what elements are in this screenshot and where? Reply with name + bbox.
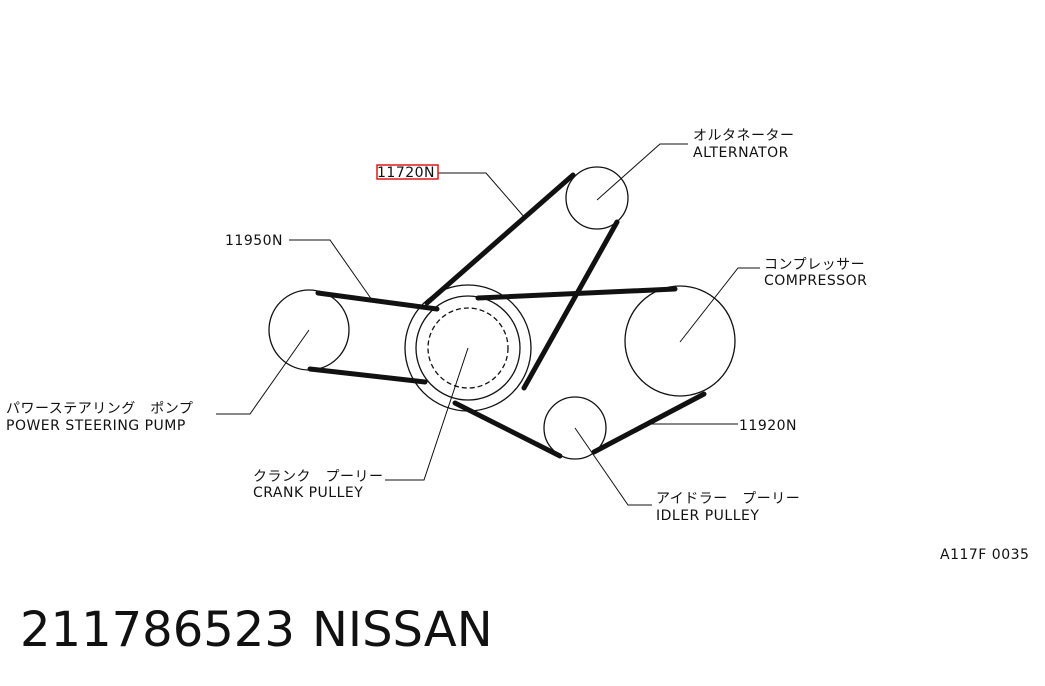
leader-power-steering-pump — [216, 329, 310, 415]
compressor-label: COMPRESSOR — [764, 273, 867, 289]
leader-11720n — [438, 172, 526, 219]
leader-alternator — [596, 143, 688, 201]
leader-compressor — [679, 267, 760, 343]
part-11720n-highlight — [376, 164, 439, 180]
part-label-11920n[interactable]: 11920N — [739, 418, 797, 434]
leader-crank-pulley — [385, 347, 469, 481]
belt-11720n — [424, 172, 620, 391]
belt-11920n — [452, 286, 707, 459]
crank-pulley-label: CRANK PULLEY — [253, 485, 363, 501]
leader-11950n — [289, 239, 373, 301]
idler-pulley-label: IDLER PULLEY — [656, 508, 759, 524]
figure-code: A117F 0035 — [940, 547, 1029, 563]
compressor-label-jp: コンプレッサー — [764, 257, 865, 273]
belt-11950n — [307, 290, 440, 385]
idler-pulley — [543, 396, 607, 460]
leader-idler-pulley — [574, 427, 652, 506]
crank-pulley-label-jp: クランク プーリー — [253, 469, 384, 485]
footer-part-number: 211786523 — [20, 602, 295, 658]
power-steering-pump-label-jp: パワーステアリング ポンプ — [6, 401, 193, 417]
alternator-label-jp: オルタネーター — [693, 128, 795, 144]
part-label-11950n[interactable]: 11950N — [225, 233, 283, 249]
part-label-11720n[interactable]: 11720N — [377, 165, 435, 181]
footer-brand: NISSAN — [312, 602, 493, 658]
alternator-pulley — [565, 166, 629, 230]
compressor-pulley — [624, 285, 736, 397]
idler-pulley-label-jp: アイドラー プーリー — [656, 491, 800, 507]
power-steering-pump-label: POWER STEERING PUMP — [6, 418, 186, 434]
alternator-label: ALTERNATOR — [693, 145, 789, 161]
